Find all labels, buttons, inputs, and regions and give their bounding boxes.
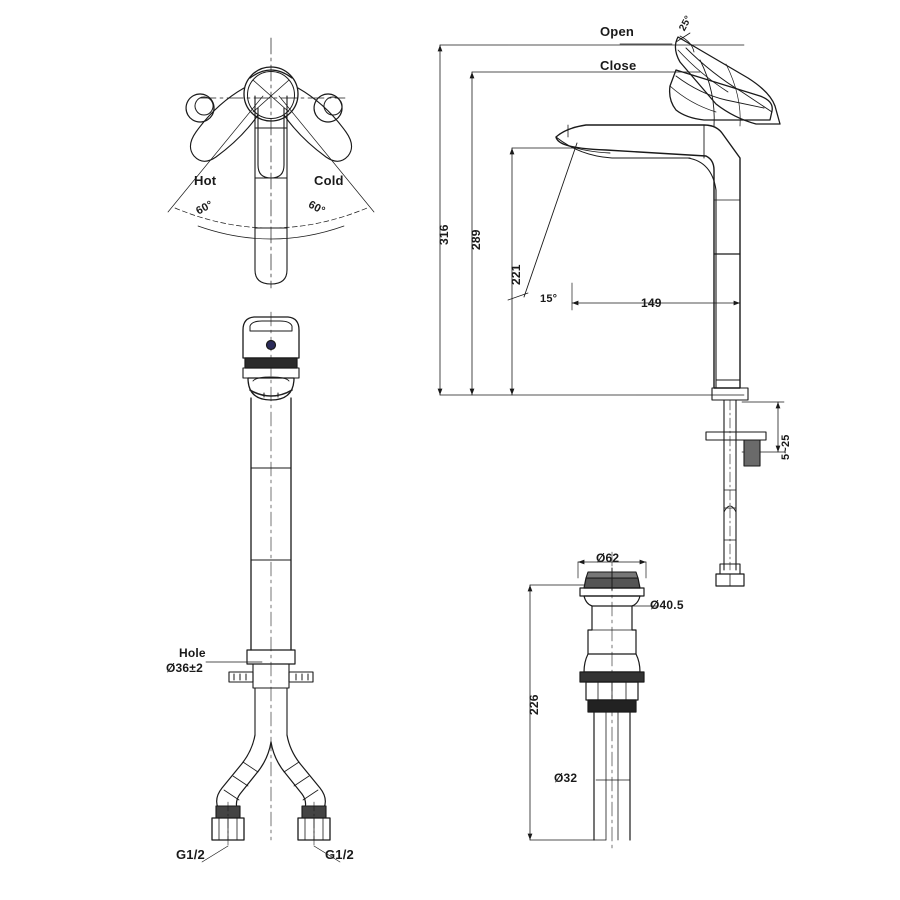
- label-inlet-right: G1/2: [325, 847, 354, 862]
- label-spout-angle: 15°: [540, 293, 558, 305]
- label-close: Close: [600, 58, 637, 73]
- label-hole-diameter: Ø36±2: [166, 661, 203, 675]
- body-front-view-geometry: [201, 311, 341, 863]
- label-cap-diameter: Ø62: [596, 551, 620, 565]
- label-body-height: 289: [469, 229, 483, 250]
- label-tail-diameter: Ø32: [554, 771, 578, 785]
- label-hole-title: Hole: [179, 646, 206, 660]
- label-hot: Hot: [194, 173, 217, 188]
- elevation-view-geometry: [437, 32, 785, 587]
- label-spout-reach: 149: [641, 296, 662, 310]
- label-spout-height: 221: [509, 264, 523, 285]
- label-inlet-left: G1/2: [176, 847, 205, 862]
- label-cold: Cold: [314, 173, 344, 188]
- label-total-height: 316: [437, 224, 451, 245]
- label-drain-length: 226: [527, 694, 541, 715]
- drain-view-geometry: [527, 551, 659, 853]
- label-deck-thickness: 5~25: [780, 434, 792, 460]
- top-view-geometry: [167, 37, 375, 289]
- label-body-diameter: Ø40.5: [650, 598, 684, 612]
- label-open: Open: [600, 24, 635, 39]
